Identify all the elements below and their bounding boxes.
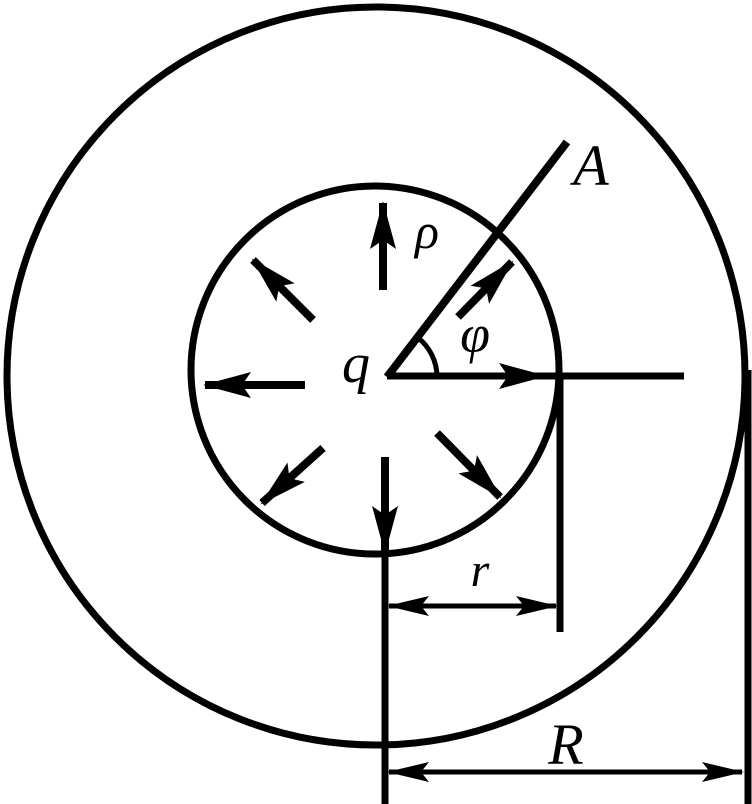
- charge-label: q: [342, 333, 370, 395]
- field-arrow-down-right: [434, 430, 503, 500]
- rho-label: ρ: [413, 203, 439, 259]
- point-A-label: A: [569, 133, 609, 198]
- angle-arc: [415, 335, 440, 378]
- phi-label: φ: [460, 304, 490, 364]
- field-arrow-up-right: [455, 259, 515, 320]
- outer-radius-label: R: [547, 712, 583, 777]
- field-arrow-up-left: [250, 257, 316, 323]
- inner-sphere-circle: [187, 182, 563, 558]
- inner-radius-label: r: [471, 544, 490, 597]
- field-arrow-down-left: [259, 445, 326, 506]
